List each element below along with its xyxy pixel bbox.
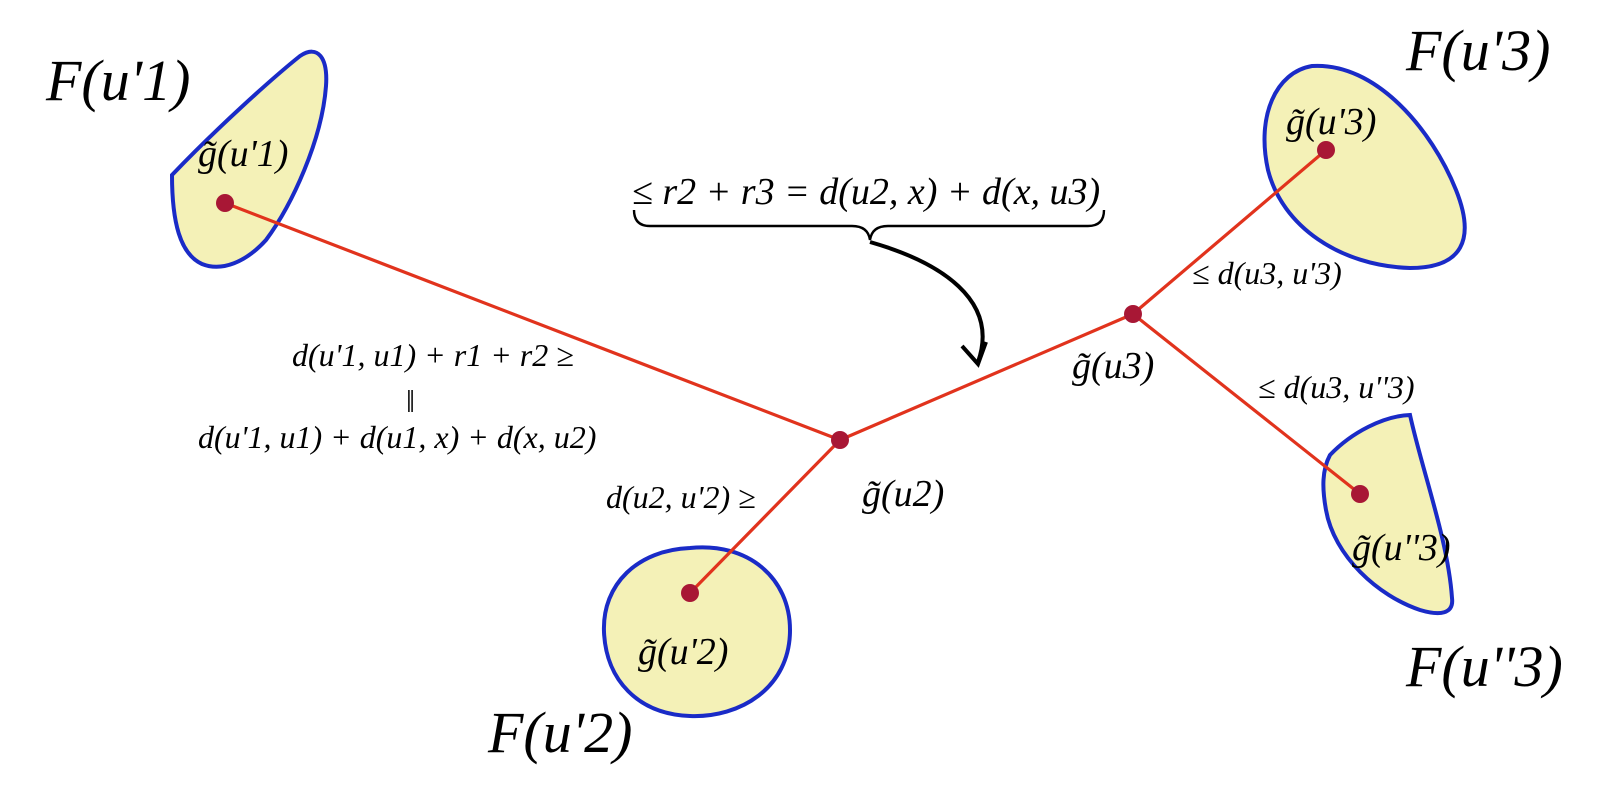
arrow-gu2-to-gu2-prime xyxy=(690,440,840,593)
label-g-u3: g̃(u3) xyxy=(1072,345,1154,387)
point-g-u1-prime xyxy=(216,194,234,212)
label-F-u2-prime: F(u'2) xyxy=(487,700,632,765)
arrow-gu3-to-gu3-double-prime xyxy=(1133,314,1360,494)
region-F-u3-double-prime xyxy=(1321,412,1455,616)
point-g-u2-prime xyxy=(681,584,699,602)
region-F-u3-prime xyxy=(1262,63,1467,271)
annotation-bottom-bound: d(u2, u'2) ≥ xyxy=(606,479,756,515)
annotation-right-upper-bound: ≤ d(u3, u'3) xyxy=(1192,255,1342,291)
label-g-u2: g̃(u2) xyxy=(862,473,944,515)
annotation-right-lower-bound: ≤ d(u3, u''3) xyxy=(1258,369,1415,405)
label-F-u3-prime: F(u'3) xyxy=(1405,18,1550,83)
label-F-u1-prime: F(u'1) xyxy=(45,48,190,113)
point-g-u3-prime xyxy=(1317,141,1335,159)
underbrace xyxy=(632,209,1106,241)
annotation-left-line1: d(u'1, u1) + r1 + r2 ≥ xyxy=(292,337,574,373)
label-g-u3-prime: g̃(u'3) xyxy=(1286,101,1376,143)
annotation-top-bound: ≤ r2 + r3 = d(u2, x) + d(x, u3) xyxy=(632,171,1100,213)
arrow-gu3-to-gu3-prime xyxy=(1133,150,1326,314)
label-F-u3-double-prime: F(u''3) xyxy=(1405,634,1563,699)
label-g-u2-prime: g̃(u'2) xyxy=(638,631,728,673)
annotation-left-line2: d(u'1, u1) + d(u1, x) + d(x, u2) xyxy=(198,419,596,455)
label-g-u3-double-prime: g̃(u''3) xyxy=(1352,527,1451,569)
arrow-gu2-to-gu3 xyxy=(840,314,1133,440)
point-g-u2 xyxy=(831,431,849,449)
curved-arrow xyxy=(869,240,985,363)
region-F-u1-prime xyxy=(169,49,329,269)
label-g-u1-prime: g̃(u'1) xyxy=(198,133,288,175)
point-g-u3 xyxy=(1124,305,1142,323)
annotation-left-equal: ‖ xyxy=(406,383,415,419)
arrow-gu2-to-gu1-prime xyxy=(225,203,840,440)
curved-arrow-head-icon xyxy=(960,341,988,368)
point-g-u3-double-prime xyxy=(1351,485,1369,503)
